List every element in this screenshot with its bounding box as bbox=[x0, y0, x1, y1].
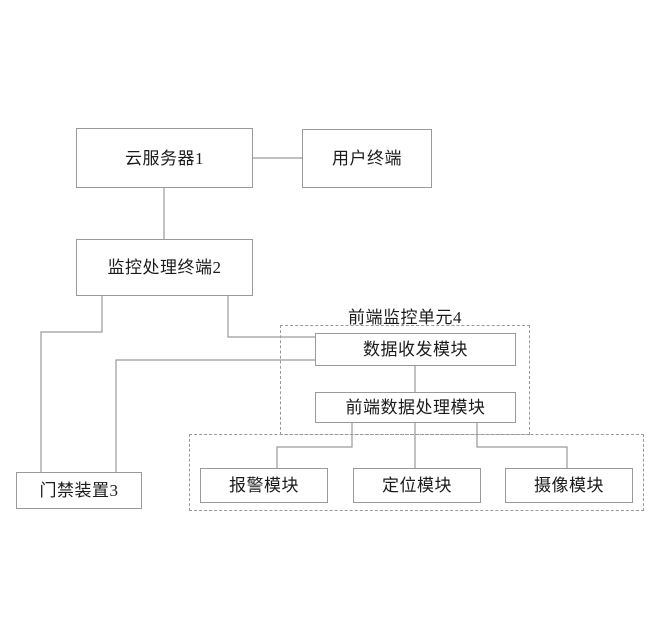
node-locate-module[interactable]: 定位模块 bbox=[353, 468, 481, 503]
node-monitor-terminal[interactable]: 监控处理终端2 bbox=[76, 239, 253, 296]
node-alarm-module[interactable]: 报警模块 bbox=[200, 468, 328, 503]
group-sensor-modules bbox=[189, 434, 644, 511]
connector-process-to-alarm bbox=[276, 422, 353, 469]
node-label-data-transceiver: 数据收发模块 bbox=[363, 340, 468, 359]
node-label-alarm-module: 报警模块 bbox=[229, 476, 299, 495]
node-camera-module[interactable]: 摄像模块 bbox=[505, 468, 633, 503]
node-front-data-process[interactable]: 前端数据处理模块 bbox=[315, 392, 516, 423]
connector-transceiver-to-access-b bbox=[115, 359, 316, 473]
node-label-front-data-process: 前端数据处理模块 bbox=[345, 398, 486, 417]
node-label-user-terminal: 用户终端 bbox=[332, 149, 402, 168]
node-label-monitor-terminal: 监控处理终端2 bbox=[107, 258, 222, 277]
connector-monitor-to-access-left bbox=[40, 295, 103, 473]
group-label-front-monitor-unit: 前端监控单元4 bbox=[348, 308, 462, 327]
node-label-cloud-server: 云服务器1 bbox=[125, 148, 204, 168]
connector-monitor-to-transceiver-a bbox=[227, 295, 316, 338]
node-label-camera-module: 摄像模块 bbox=[534, 476, 604, 495]
node-cloud-server[interactable]: 云服务器1 bbox=[76, 128, 253, 188]
node-access-control[interactable]: 门禁装置3 bbox=[16, 472, 142, 509]
node-data-transceiver[interactable]: 数据收发模块 bbox=[315, 333, 516, 366]
node-label-locate-module: 定位模块 bbox=[382, 476, 452, 495]
node-label-access-control: 门禁装置3 bbox=[39, 481, 119, 500]
node-user-terminal[interactable]: 用户终端 bbox=[302, 129, 432, 188]
connector-process-to-camera bbox=[476, 422, 568, 469]
